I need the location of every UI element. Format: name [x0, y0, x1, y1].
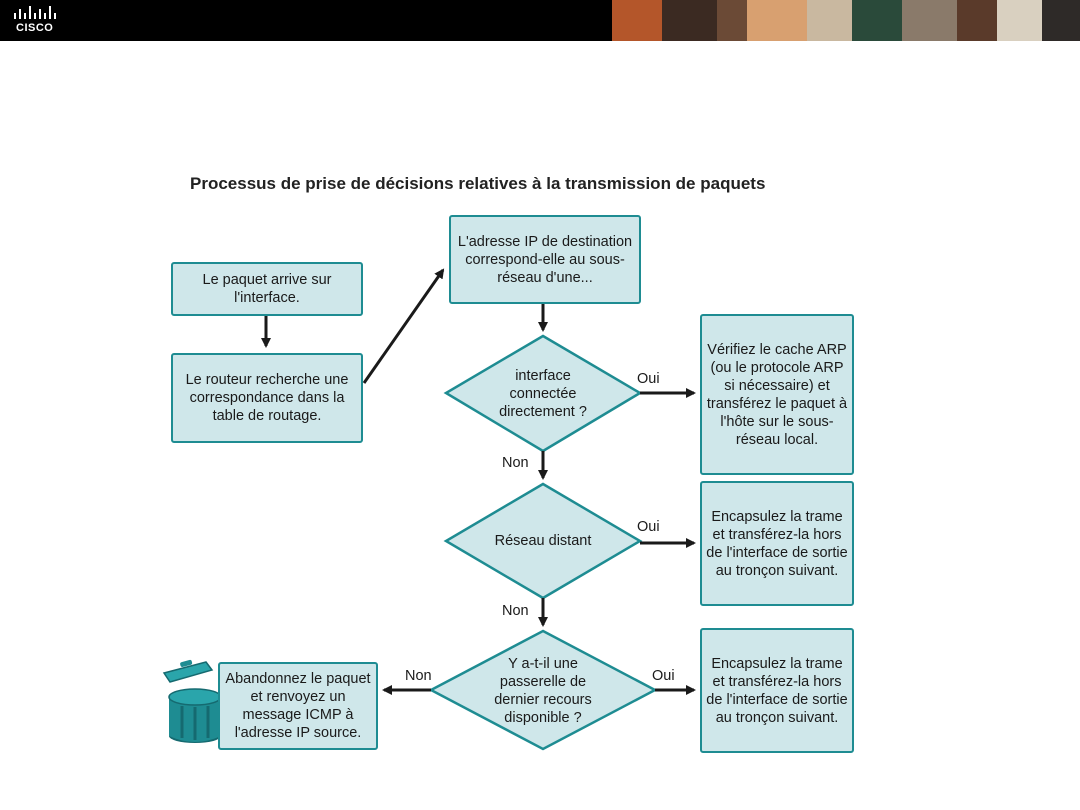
- header-bar: CISCO: [0, 0, 1080, 41]
- logo-text: CISCO: [16, 22, 54, 34]
- arrow-lookup-dest: [362, 268, 445, 384]
- label-oui-gateway: Oui: [652, 668, 675, 684]
- node-destination-match: L'adresse IP de destination correspond-e…: [449, 215, 641, 304]
- node-encapsulate-gateway: Encapsulez la trame et transférez-la hor…: [700, 628, 854, 753]
- decision-remote-text: Réseau distant: [494, 533, 592, 549]
- header-photo-strip: [612, 0, 1080, 41]
- header-photo: [807, 0, 852, 41]
- trash-can-icon: [162, 659, 222, 743]
- node-encapsulate-remote-text: Encapsulez la trame et transférez-la hor…: [706, 508, 848, 579]
- header-photo: [997, 0, 1042, 41]
- header-photo: [852, 0, 902, 41]
- header-photo: [747, 0, 807, 41]
- node-encapsulate-remote: Encapsulez la trame et transférez-la hor…: [700, 481, 854, 606]
- node-check-arp: Vérifiez le cache ARP (ou le protocole A…: [700, 314, 854, 475]
- label-non-gateway: Non: [405, 668, 432, 684]
- node-packet-arrives-text: Le paquet arrive sur l'interface.: [202, 272, 332, 306]
- header-photo: [957, 0, 997, 41]
- node-drop-packet-text: Abandonnez le paquet et renvoyez un mess…: [225, 671, 371, 741]
- node-drop-packet: Abandonnez le paquet et renvoyez un mess…: [218, 662, 378, 750]
- node-check-arp-text: Vérifiez le cache ARP (ou le protocole A…: [706, 341, 848, 448]
- decision-gateway-text: Y a-t-il une passerelle de dernier recou…: [494, 656, 592, 726]
- label-oui-direct: Oui: [637, 371, 660, 387]
- header-photo: [717, 0, 747, 41]
- header-photo: [662, 0, 717, 41]
- header-photo: [612, 0, 662, 41]
- node-packet-arrives: Le paquet arrive sur l'interface.: [171, 262, 363, 316]
- label-non-direct: Non: [502, 455, 529, 471]
- cisco-logo: CISCO: [12, 5, 72, 37]
- label-non-remote: Non: [502, 603, 529, 619]
- node-encapsulate-gateway-text: Encapsulez la trame et transférez-la hor…: [706, 655, 848, 726]
- label-oui-remote: Oui: [637, 519, 660, 535]
- cisco-bars-icon: [14, 6, 56, 19]
- header-photo: [902, 0, 957, 41]
- header-photo: [1042, 0, 1080, 41]
- decision-direct-text: interface connectée directement ?: [499, 368, 587, 420]
- node-routing-lookup: Le routeur recherche une correspondance …: [171, 353, 363, 443]
- node-routing-lookup-text: Le routeur recherche une correspondance …: [185, 372, 349, 424]
- decision-gateway-diamond: [428, 629, 658, 751]
- diagram-title: Processus de prise de décisions relative…: [190, 174, 766, 193]
- node-destination-match-text: L'adresse IP de destination correspond-e…: [457, 233, 633, 286]
